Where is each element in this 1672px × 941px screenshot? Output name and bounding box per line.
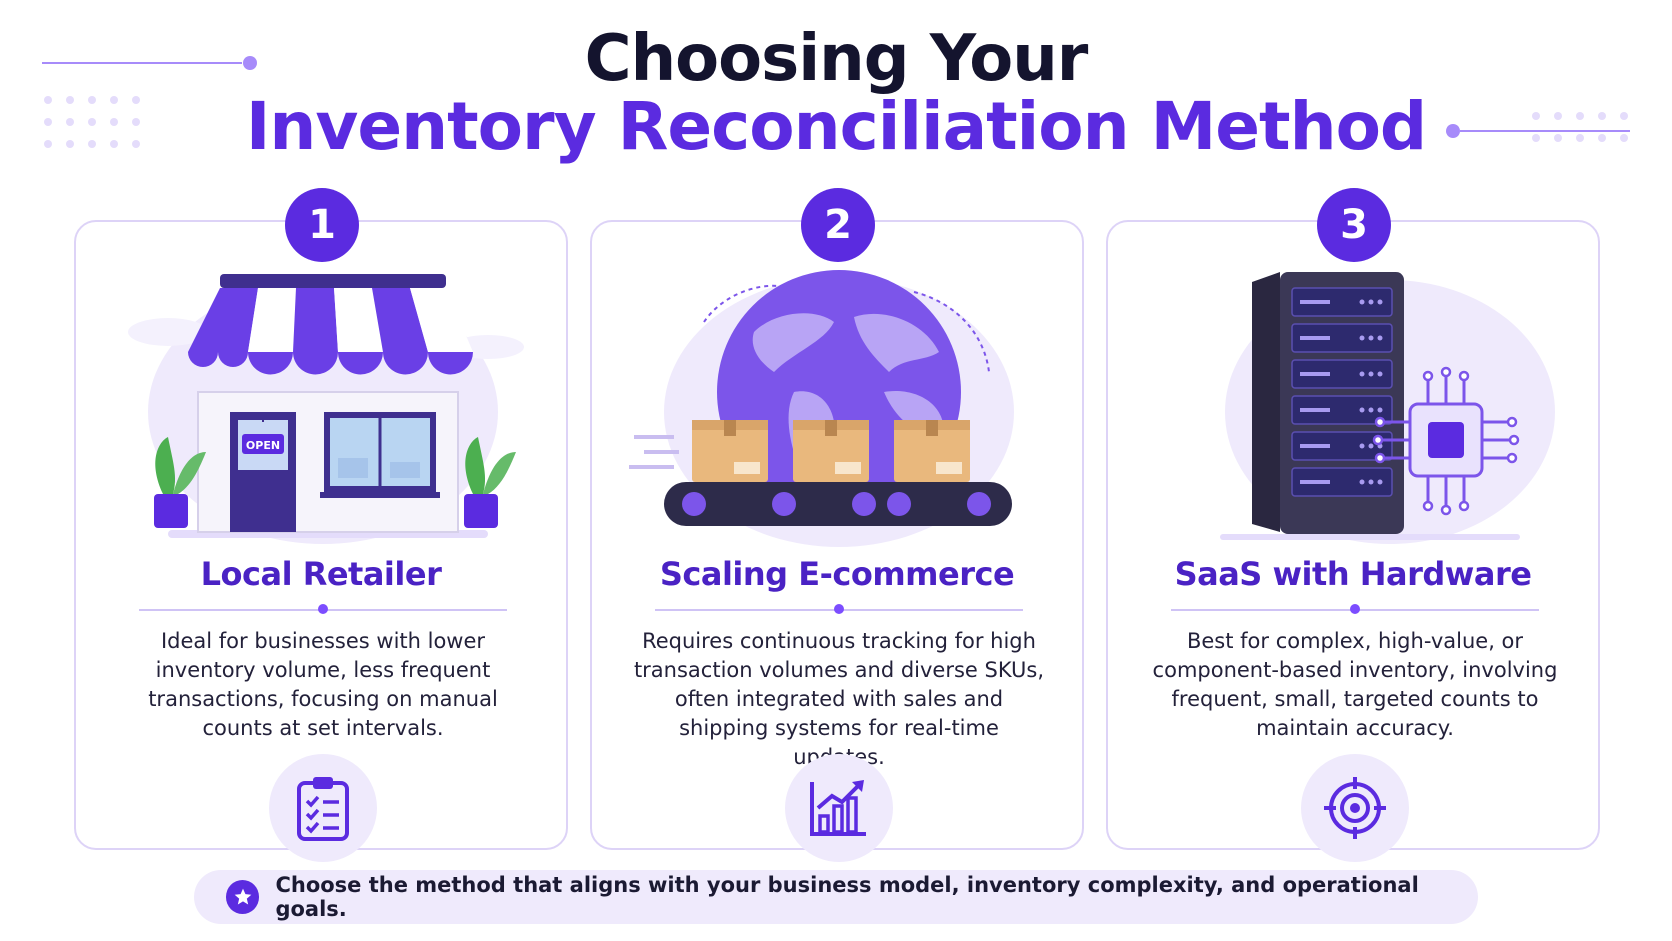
step-badge-2: 2 bbox=[801, 188, 875, 262]
card-divider-dot bbox=[1350, 604, 1360, 614]
step-badge-3: 3 bbox=[1317, 188, 1391, 262]
step-badge-1: 1 bbox=[285, 188, 359, 262]
storefront-illustration: OPEN bbox=[128, 274, 524, 544]
decor-dot-left bbox=[243, 56, 257, 70]
card-divider-dot bbox=[318, 604, 328, 614]
star-icon bbox=[226, 880, 260, 914]
footer-banner: Choose the method that aligns with your … bbox=[194, 870, 1478, 924]
card-divider-dot bbox=[834, 604, 844, 614]
decor-line-right bbox=[1460, 130, 1630, 132]
card-title: SaaS with Hardware bbox=[1174, 555, 1532, 593]
page-title-line-1: Choosing Your bbox=[584, 22, 1089, 96]
card-saas-with-hardware: 3 bbox=[1106, 188, 1600, 862]
decor-line-left bbox=[42, 62, 242, 64]
card-description: Ideal for businesses with lower inventor… bbox=[148, 629, 498, 740]
card-description: Best for complex, high-value, or compone… bbox=[1152, 629, 1558, 740]
decor-dot-right bbox=[1446, 124, 1460, 138]
card-scaling-ecommerce: 2 S bbox=[590, 188, 1084, 862]
page-title-line-2: Inventory Reconciliation Method bbox=[245, 88, 1427, 165]
card-local-retailer: 1 OPEN bbox=[74, 188, 568, 862]
card-description: Requires continuous tracking for high tr… bbox=[633, 629, 1045, 769]
growth-chart-icon bbox=[785, 754, 893, 862]
footer-text: Choose the method that aligns with your … bbox=[275, 873, 1419, 921]
globe-conveyor-illustration bbox=[629, 270, 1014, 547]
decor-dot-grid-left bbox=[44, 96, 140, 148]
card-title: Local Retailer bbox=[200, 555, 442, 593]
card-title: Scaling E-commerce bbox=[659, 555, 1015, 593]
open-sign: OPEN bbox=[246, 439, 280, 452]
server-chip-illustration bbox=[1220, 272, 1555, 544]
clipboard-checklist-icon bbox=[269, 754, 377, 862]
decor-dot-grid-right bbox=[1532, 112, 1628, 142]
target-icon bbox=[1301, 754, 1409, 862]
